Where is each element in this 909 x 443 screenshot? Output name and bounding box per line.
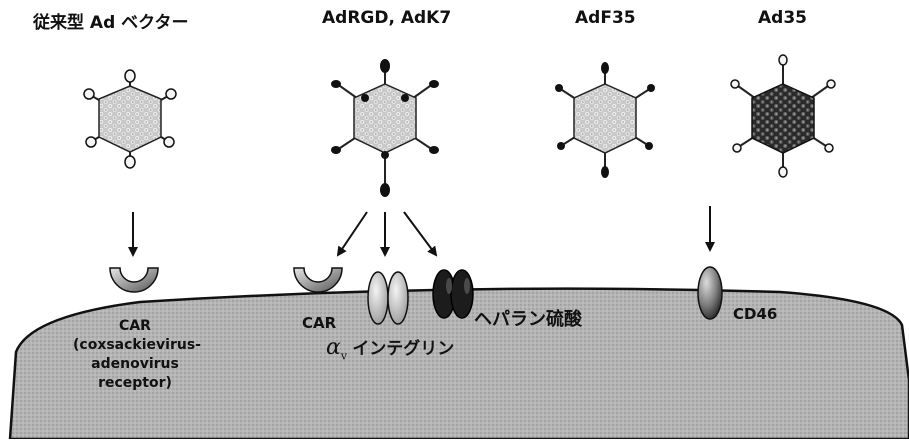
alpha-symbol: α bbox=[326, 335, 341, 360]
title-adrgd-adk7: AdRGD, AdK7 bbox=[322, 8, 451, 28]
title-conventional-vector: 従来型 Ad ベクター bbox=[33, 8, 188, 33]
title-ad35: Ad35 bbox=[758, 8, 807, 28]
virus-rgd-k7 bbox=[331, 59, 439, 197]
arrow-to-heparan bbox=[404, 212, 436, 255]
car-receptor-left bbox=[110, 268, 158, 292]
title-adf35: AdF35 bbox=[575, 8, 636, 28]
car-left-line-3: receptor) bbox=[73, 374, 197, 393]
integrin-label: αv インテグリン bbox=[326, 334, 454, 362]
cd46-label: CD46 bbox=[733, 305, 777, 323]
integrin-alpha: αv bbox=[326, 335, 347, 360]
car-left-line-2: adenovirus bbox=[73, 355, 197, 374]
alpha-subscript: v bbox=[341, 349, 347, 362]
cd46-receptor bbox=[698, 267, 722, 319]
car-left-label: CAR (coxsackievirus- adenovirus receptor… bbox=[73, 317, 197, 393]
heparan-label: ヘパラン硫酸 bbox=[474, 305, 582, 331]
virus-adf35 bbox=[555, 62, 655, 178]
car-left-line-1: (coxsackievirus- bbox=[73, 336, 197, 355]
virus-ad35 bbox=[731, 55, 835, 177]
integrin-text: インテグリン bbox=[352, 339, 454, 359]
car-receptor-mid bbox=[294, 268, 342, 292]
car-mid-label: CAR bbox=[302, 314, 336, 332]
virus-conventional bbox=[84, 70, 176, 168]
car-left-name: CAR bbox=[73, 317, 197, 336]
arrow-to-car-mid bbox=[338, 212, 367, 255]
